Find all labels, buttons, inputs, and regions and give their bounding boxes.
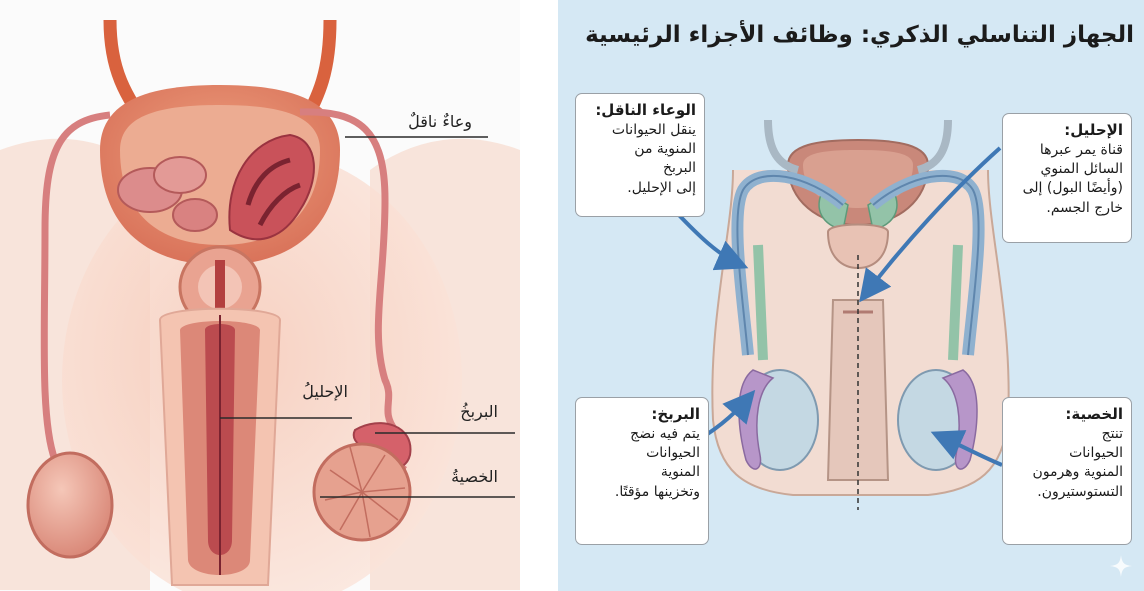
info-box-urethra-body: قناة يمر عبرها السائل المنوي (وأيضًا الب… — [1011, 141, 1123, 218]
info-box-testis: الخصية: تنتج الحيوانات المنوية وهرمون ال… — [1002, 397, 1132, 545]
right-infographic-panel: الجهاز التناسلي الذكري: وظائف الأجزاء ال… — [558, 0, 1144, 591]
label-vas-deferens: وعاءٌ ناقلٌ — [408, 112, 472, 131]
info-box-testis-body: تنتج الحيوانات المنوية وهرمون التستوستير… — [1011, 425, 1123, 502]
label-urethra: الإحليلُ — [302, 382, 348, 401]
info-box-vas-deferens: الوعاء الناقل: ينقل الحيوانات المنوية من… — [575, 93, 705, 217]
info-box-testis-title: الخصية: — [1011, 404, 1123, 425]
left-illustration-panel: وعاءٌ ناقلٌ الإحليلُ البربخُ الخصيةُ — [0, 0, 520, 591]
info-box-vas-deferens-title: الوعاء الناقل: — [584, 100, 696, 121]
label-epididymis: البربخُ — [460, 402, 498, 421]
info-box-vas-deferens-body: ينقل الحيوانات المنوية من البربخ إلى الإ… — [584, 121, 696, 198]
sparkle-icon — [1110, 555, 1132, 577]
info-box-epididymis-title: البربخ: — [584, 404, 700, 425]
left-testis-shape — [28, 453, 112, 557]
left-anatomy-illustration — [0, 0, 520, 591]
info-box-epididymis-body: يتم فيه نضج الحيوانات المنوية وتخزينها م… — [584, 425, 700, 502]
info-box-urethra-title: الإحليل: — [1011, 120, 1123, 141]
info-box-urethra: الإحليل: قناة يمر عبرها السائل المنوي (و… — [1002, 113, 1132, 243]
label-testis: الخصيةُ — [451, 467, 498, 486]
info-box-epididymis: البربخ: يتم فيه نضج الحيوانات المنوية وت… — [575, 397, 709, 545]
